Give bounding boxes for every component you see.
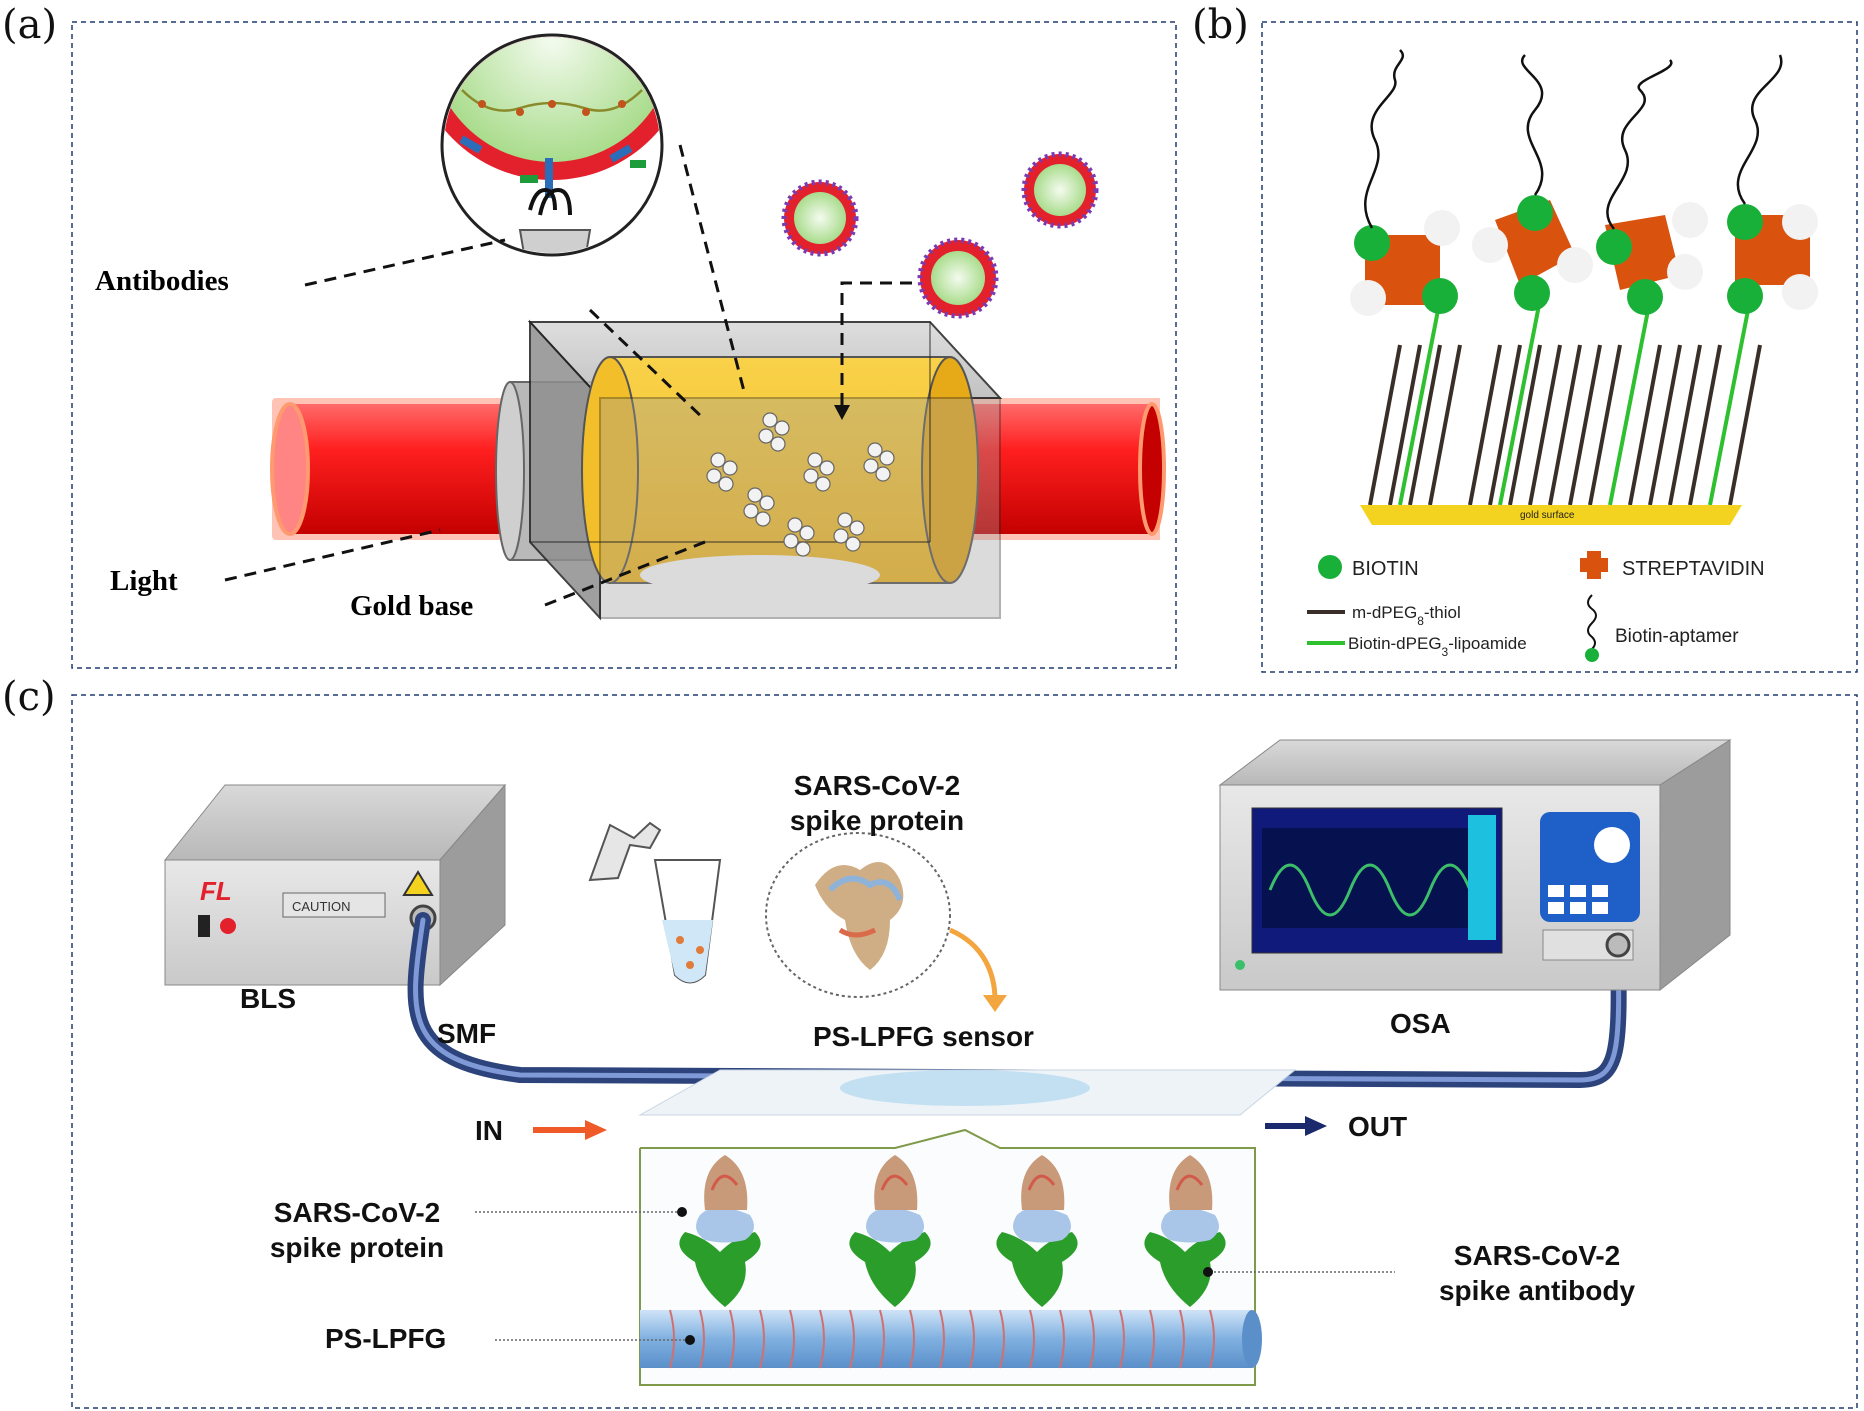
optical-fiber-left — [270, 398, 522, 540]
panel-b-frame — [1261, 21, 1858, 673]
smf-label: SMF — [437, 1018, 496, 1049]
caution-label: CAUTION — [292, 899, 351, 914]
panel-b-letter: (b) — [1192, 2, 1249, 48]
sample-tube — [588, 821, 722, 984]
out-arrow — [1265, 1116, 1327, 1136]
ps-lpfg-label: PS-LPFG — [325, 1323, 446, 1354]
panel-a-letter: (a) — [2, 2, 57, 48]
biotin-legend-label: BIOTIN — [1352, 558, 1419, 580]
in-arrow — [533, 1120, 607, 1140]
sample-droplet — [840, 1070, 1090, 1106]
zoom-inset — [440, 33, 664, 257]
gold-surface — [1360, 505, 1742, 525]
ps-lpfg-fiber — [640, 1309, 1262, 1369]
osa-device — [1218, 739, 1732, 992]
biotin-legend-icon — [1318, 555, 1342, 579]
virus-particle — [781, 179, 859, 257]
osa-label: OSA — [1390, 1008, 1451, 1039]
gold-base-label: Gold base — [350, 590, 473, 622]
streptavidin-complex — [1350, 49, 1460, 316]
light-label: Light — [110, 565, 178, 597]
streptavidin-complex — [1596, 59, 1708, 315]
panel-b: (b) gold surface — [1192, 2, 1858, 673]
smf-fiber-highlight — [413, 917, 1622, 1083]
sensor-box — [527, 319, 1003, 621]
bls-device: FL CAUTION — [163, 783, 507, 987]
in-label: IN — [475, 1115, 503, 1146]
spike-protein-top-title-2: spike protein — [790, 805, 964, 836]
streptavidin-legend-label: STREPTAVIDIN — [1622, 558, 1765, 580]
streptavidin-complex — [1727, 54, 1818, 314]
leader-lines — [224, 144, 912, 607]
antibody-spike-complex — [996, 1155, 1078, 1307]
antibody-spike-complex — [849, 1155, 931, 1307]
bls-logo: FL — [200, 876, 232, 906]
virus-particle — [917, 237, 999, 319]
out-label: OUT — [1348, 1111, 1407, 1142]
antibody-spike-complex — [1144, 1155, 1226, 1307]
spike-protein-top-title-1: SARS-CoV-2 — [794, 770, 960, 801]
virus-particle — [1021, 151, 1099, 229]
biotin-dpeg-legend-label: Biotin-dPEG3-lipoamide — [1348, 634, 1527, 659]
biotin-aptamer-legend-icon — [1585, 594, 1599, 662]
biotin-dpeg-chains — [1398, 299, 1752, 506]
mdpeg-thiol-chains — [1368, 344, 1762, 506]
spike-protein-inset — [765, 832, 951, 998]
streptavidin-complex — [1472, 54, 1593, 311]
mdpeg-legend-label: m-dPEG8-thiol — [1352, 603, 1461, 628]
panel-a-frame — [71, 21, 1177, 669]
down-arrow — [834, 405, 850, 420]
spike-protein-left-1: SARS-CoV-2 — [274, 1197, 440, 1228]
antibodies-label: Antibodies — [95, 265, 229, 297]
graphene-clusters — [706, 412, 895, 557]
spike-arrow — [948, 927, 998, 1001]
panel-a: (a) — [2, 2, 1177, 669]
optical-fiber-right — [960, 398, 1166, 540]
biotin-aptamer-legend-label: Biotin-aptamer — [1615, 626, 1739, 647]
panel-c-letter: (c) — [2, 674, 56, 720]
spike-arrow-head — [983, 995, 1007, 1012]
antibody-spike-complex — [679, 1155, 761, 1307]
gold-surface-label: gold surface — [1520, 510, 1575, 521]
spike-antibody-label-1: SARS-CoV-2 — [1454, 1240, 1620, 1271]
pointer-lines — [475, 1211, 1395, 1341]
spike-protein-left-2: spike protein — [270, 1232, 444, 1263]
panel-c: (c) FL CAUTION — [2, 674, 1858, 1409]
bls-label: BLS — [240, 983, 296, 1014]
sensor-label: PS-LPFG sensor — [813, 1021, 1034, 1052]
panel-c-frame — [71, 694, 1858, 1409]
streptavidin-legend-icon — [1580, 551, 1608, 579]
spike-antibody-label-2: spike antibody — [1439, 1275, 1635, 1306]
